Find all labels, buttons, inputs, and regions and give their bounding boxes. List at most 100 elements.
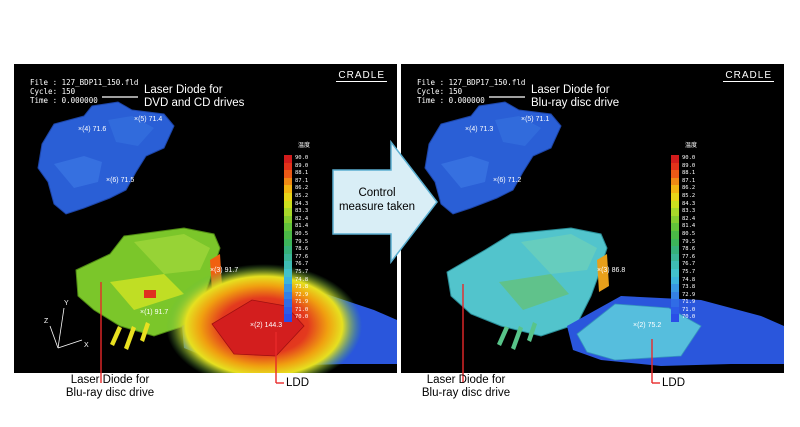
legend-value: 73.8 [682, 284, 696, 291]
legend-value: 83.3 [682, 208, 696, 215]
legend-value: 70.0 [295, 314, 309, 321]
legend-value: 72.9 [295, 291, 309, 298]
legend-value: 79.5 [295, 238, 309, 245]
legend-color-bar [671, 155, 679, 323]
arrow-label: Control measure taken [338, 187, 416, 213]
probe-4: ×(4) 71.3 [465, 126, 494, 133]
legend-value: 75.7 [295, 268, 309, 275]
caption-right-diode: Laser Diode for Blu-ray disc drive [421, 374, 511, 399]
legend-swatch [671, 246, 679, 254]
callout-leader-line [102, 96, 138, 98]
legend-swatch [284, 261, 292, 269]
legend-value: 82.4 [295, 215, 309, 222]
legend-swatch [671, 215, 679, 224]
caption-right-ldd: LDD [662, 377, 686, 389]
legend-title: 温度 [298, 143, 311, 149]
legend-value: 88.1 [295, 170, 309, 177]
legend-swatch [671, 238, 679, 247]
legend-swatch [284, 230, 292, 239]
legend-swatch [671, 177, 679, 186]
legend-swatch [284, 177, 292, 186]
callout-leader-line [489, 96, 525, 98]
legend-value: 70.0 [682, 314, 696, 321]
axis-z-label: Z [44, 318, 49, 325]
legend-swatch [284, 155, 292, 163]
legend-swatch [671, 170, 679, 178]
legend-value: 83.3 [295, 208, 309, 215]
legend-value: 90.0 [295, 155, 309, 161]
legend-swatch [671, 192, 679, 201]
probe-2: ×(2) 144.3 [250, 322, 283, 329]
legend-swatch [284, 192, 292, 201]
legend-swatch [671, 276, 679, 285]
legend-value: 85.2 [295, 192, 309, 199]
probe-6: ×(6) 71.5 [106, 177, 135, 184]
simulation-panel-after: File : 127_BDP17_150.fld Cycle: 150 Time… [401, 64, 784, 373]
legend-value: 80.5 [682, 230, 696, 237]
legend-value: 74.8 [295, 276, 309, 283]
legend-value: 85.2 [682, 192, 696, 199]
caption-left-diode: Laser Diode for Blu-ray disc drive [65, 374, 155, 399]
leader-lines-right [462, 284, 653, 373]
legend-value: 86.2 [295, 185, 309, 192]
legend-swatch [284, 200, 292, 209]
legend-value: 76.7 [295, 261, 309, 268]
legend-value: 71.9 [682, 299, 696, 306]
legend-value: 87.1 [295, 177, 309, 184]
callout-blu-ray-diode: Laser Diode for Blu-ray disc drive [531, 84, 620, 109]
legend-swatch [671, 162, 679, 171]
file-info: File : 127_BDP11_150.fld Cycle: 150 Time… [30, 78, 139, 105]
legend-swatch [284, 185, 292, 193]
caption-left-ldd: LDD [286, 377, 310, 389]
legend-swatch [284, 238, 292, 247]
legend-swatch [284, 314, 292, 323]
legend-swatch [671, 200, 679, 209]
legend-swatch [671, 314, 679, 323]
legend-swatch [671, 185, 679, 193]
probe-1: ×(1) 91.7 [140, 309, 169, 316]
legend-swatch [671, 223, 679, 231]
legend-value: 82.4 [682, 215, 696, 222]
file-info: File : 127_BDP17_150.fld Cycle: 150 Time… [417, 78, 526, 105]
cradle-logo: CRADLE [336, 70, 387, 82]
legend-value: 78.6 [295, 246, 309, 253]
leader-lines-left [100, 282, 277, 373]
legend-value: 81.4 [295, 223, 309, 230]
legend-swatch [284, 306, 292, 315]
control-measure-arrow [332, 140, 438, 264]
legend-swatch [671, 208, 679, 216]
legend-value: 89.0 [295, 162, 309, 169]
legend-swatch [284, 291, 292, 300]
legend-value: 74.8 [682, 276, 696, 283]
legend-value: 81.4 [682, 223, 696, 230]
legend-value: 71.9 [295, 299, 309, 306]
legend-swatch [284, 253, 292, 262]
legend-value: 71.0 [295, 306, 309, 313]
legend-swatch [284, 268, 292, 277]
legend-swatch [671, 299, 679, 307]
legend-value: 79.5 [682, 238, 696, 245]
thermal-scene-before [37, 101, 397, 373]
legend-value: 80.5 [295, 230, 309, 237]
legend-swatch [284, 208, 292, 216]
legend-swatch [671, 253, 679, 262]
legend-value: 89.0 [682, 162, 696, 169]
legend-value: 84.3 [682, 200, 696, 207]
legend-value: 75.7 [682, 268, 696, 275]
legend-swatch [284, 299, 292, 307]
legend-swatch [284, 215, 292, 224]
legend-value: 84.3 [295, 200, 309, 207]
legend-swatch [671, 268, 679, 277]
legend-value: 76.7 [682, 261, 696, 268]
legend-swatch [671, 230, 679, 239]
probe-3: ×(3) 86.8 [597, 267, 626, 274]
legend-swatch [284, 284, 292, 292]
legend-value: 78.6 [682, 246, 696, 253]
legend-swatch [671, 291, 679, 300]
legend-swatch [284, 162, 292, 171]
legend-color-bar [284, 155, 292, 323]
caption-leaders [100, 373, 660, 384]
